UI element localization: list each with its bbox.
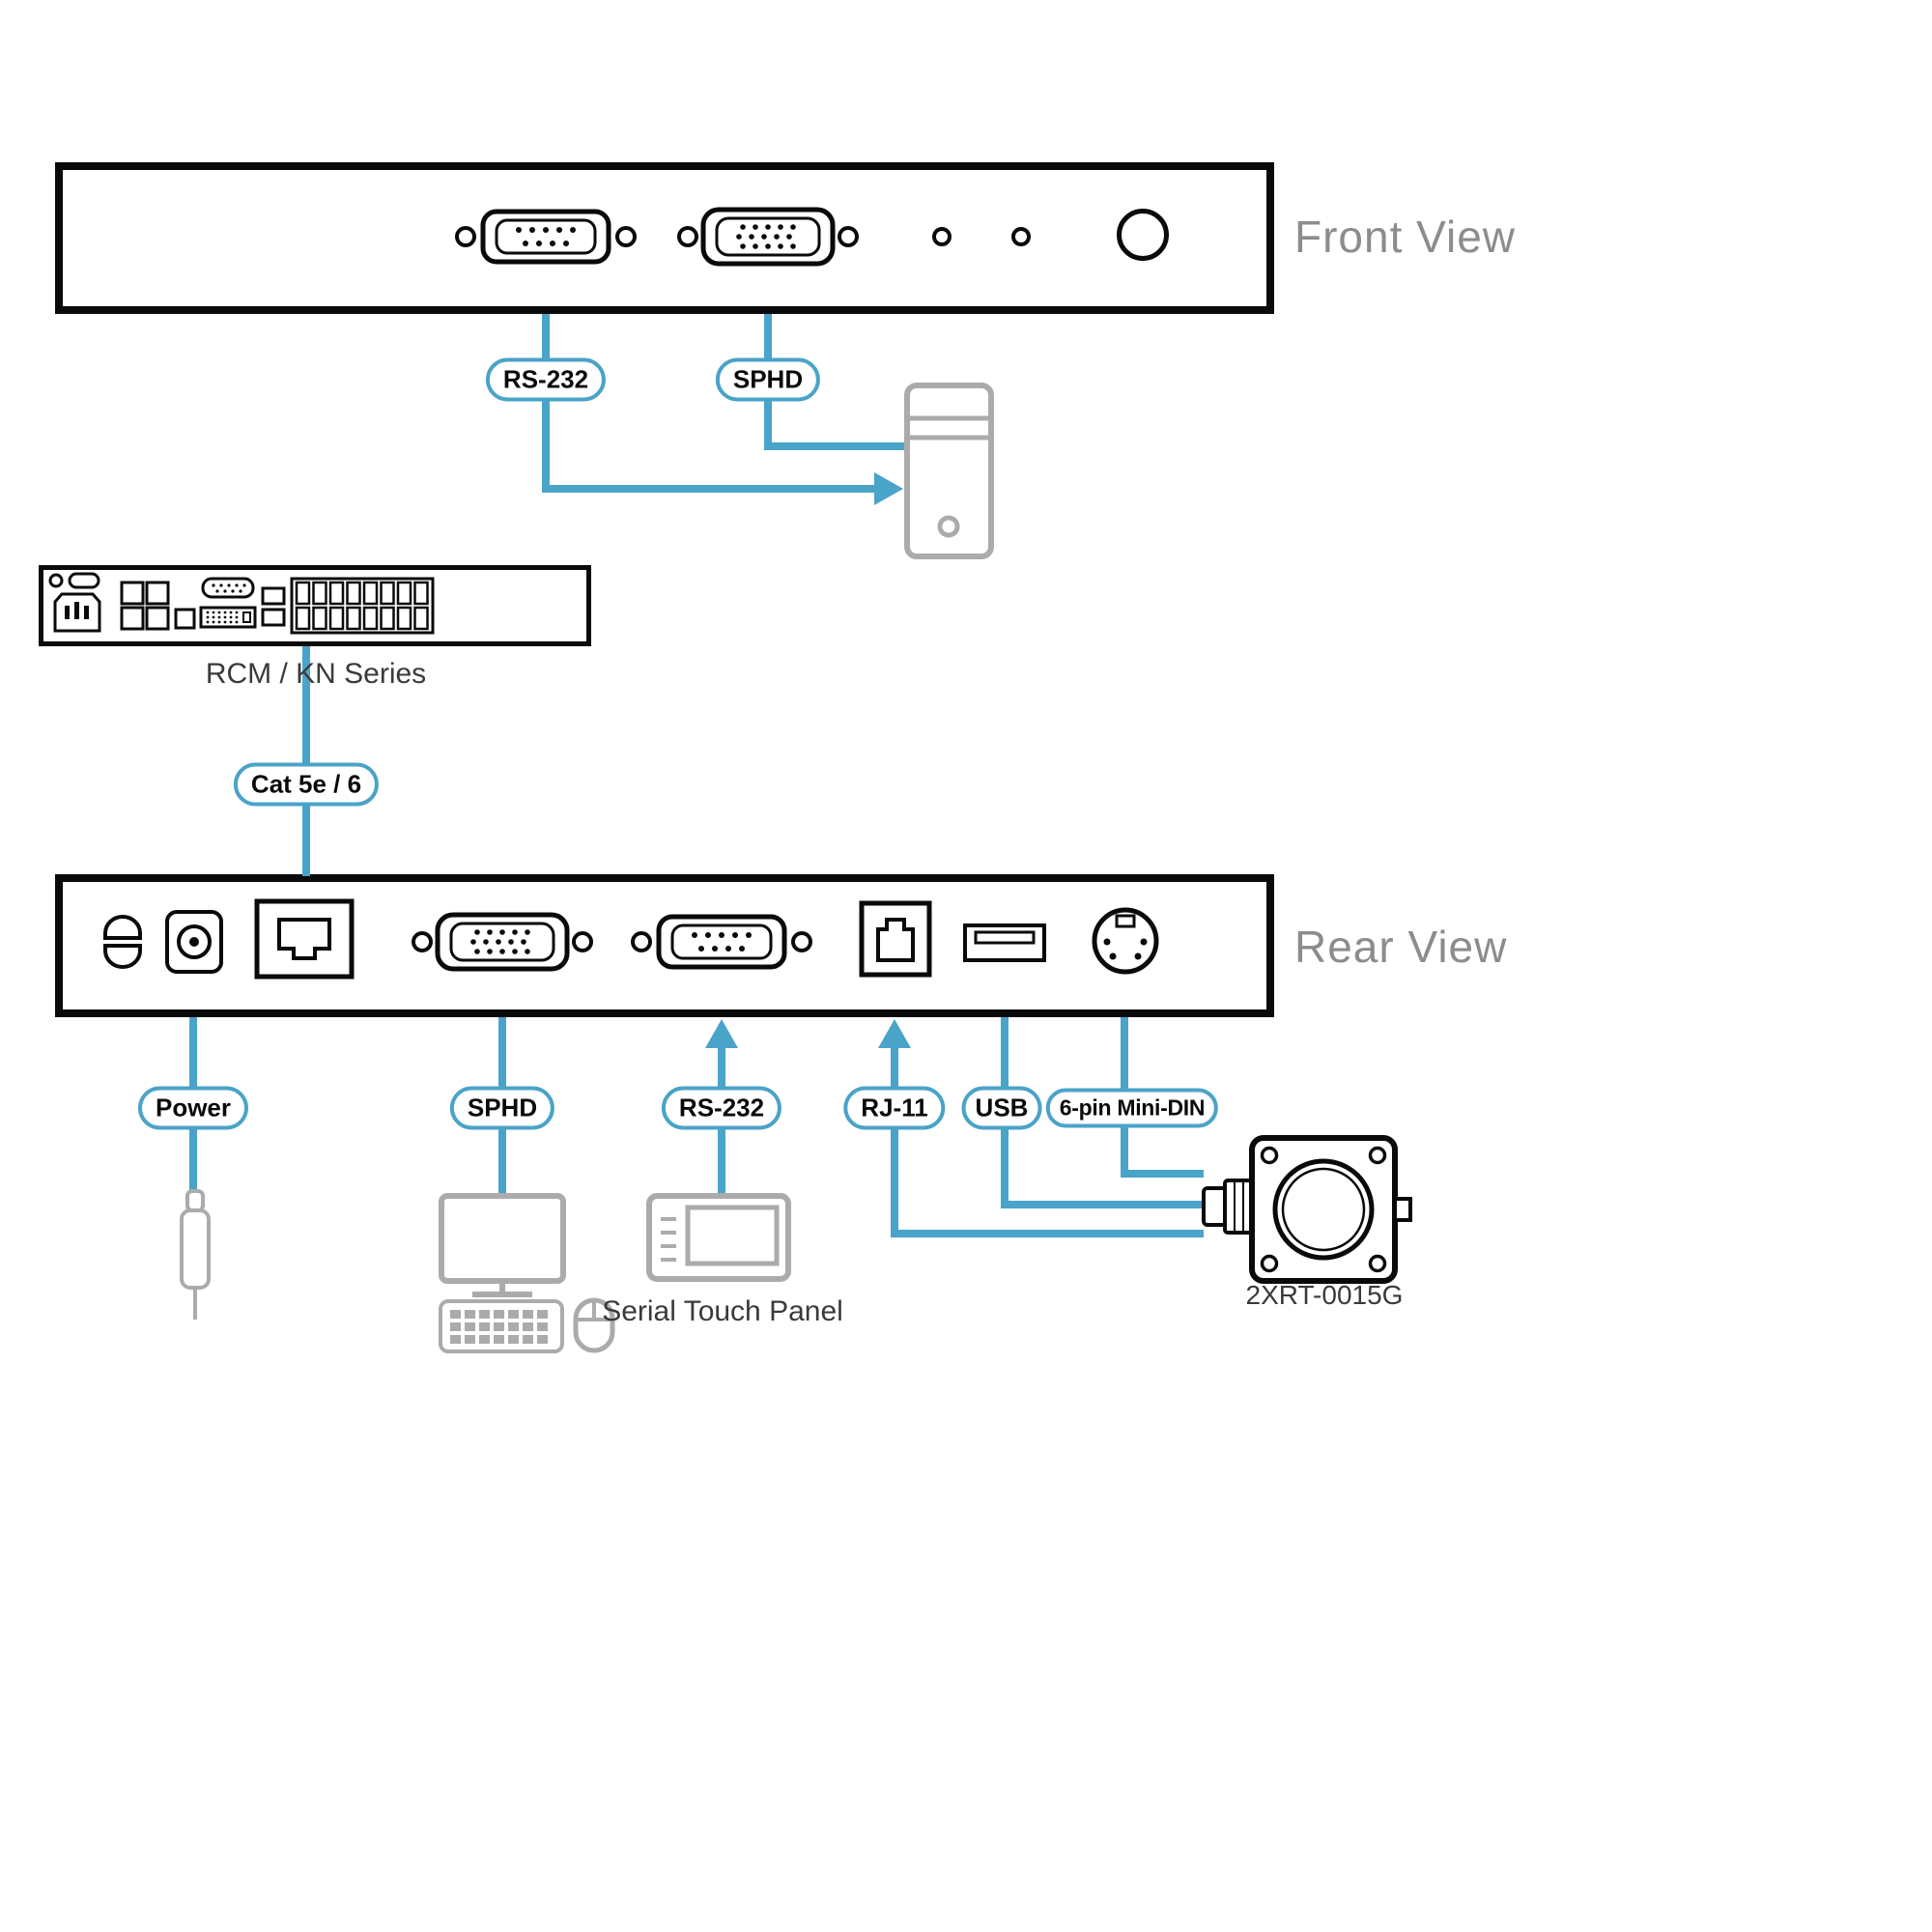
minidin-pill: 6-pin Mini-DIN bbox=[1045, 1088, 1219, 1128]
usb-pill: USB bbox=[961, 1086, 1042, 1130]
rs232-front-line bbox=[542, 485, 874, 493]
usb-line bbox=[1001, 1201, 1204, 1208]
minidin-line bbox=[1121, 1170, 1204, 1178]
front-panel bbox=[55, 162, 1274, 314]
db9-serial-port-icon bbox=[631, 914, 812, 970]
led-indicator-icon bbox=[932, 227, 952, 246]
front-view-label: Front View bbox=[1294, 212, 1517, 262]
rj11-line bbox=[891, 1230, 1204, 1237]
sphd-front-pill: SPHD bbox=[715, 357, 821, 402]
power-plug-icon bbox=[180, 1189, 211, 1320]
rj11-port-icon bbox=[859, 900, 932, 978]
power-switch-icon bbox=[103, 915, 142, 969]
minidin-port-icon bbox=[1092, 907, 1159, 975]
rs232-front-line bbox=[542, 314, 550, 493]
rcm-kn-ports-icon bbox=[48, 572, 435, 635]
power-button-icon bbox=[1117, 209, 1169, 261]
touch-panel-icon bbox=[646, 1193, 791, 1282]
rj11-line bbox=[891, 1045, 898, 1234]
rj11-arrow-icon bbox=[878, 1019, 911, 1048]
rs232-front-pill: RS-232 bbox=[485, 357, 607, 402]
sphd-rear-pill: SPHD bbox=[449, 1086, 555, 1130]
rs232-rear-pill: RS-232 bbox=[661, 1086, 782, 1130]
rcm-kn-label: RCM / KN Series bbox=[205, 658, 427, 690]
mouse-icon bbox=[573, 1297, 615, 1353]
touch-panel-label: Serial Touch Panel bbox=[602, 1295, 843, 1327]
power-pill: Power bbox=[137, 1086, 249, 1130]
monitor-icon bbox=[439, 1193, 566, 1297]
sphd-front-line bbox=[764, 442, 908, 450]
rj45-port-icon bbox=[254, 898, 355, 980]
rear-view-label: Rear View bbox=[1294, 922, 1508, 972]
rs232-arrow-icon bbox=[874, 472, 903, 505]
touch-controller-icon bbox=[1202, 1135, 1412, 1284]
cat5e-pill: Cat 5e / 6 bbox=[233, 762, 380, 807]
rj11-pill: RJ-11 bbox=[843, 1086, 946, 1130]
cat5e-line bbox=[302, 646, 310, 876]
controller-label: 2XRT-0015G bbox=[1245, 1280, 1404, 1310]
usb-port-icon bbox=[963, 923, 1046, 962]
rs232-rear-arrow-icon bbox=[705, 1019, 738, 1048]
db9-serial-port-icon bbox=[455, 209, 637, 265]
computer-tower-icon bbox=[904, 383, 994, 559]
led-indicator-icon bbox=[1011, 227, 1031, 246]
sphd-video-port-icon bbox=[412, 912, 593, 972]
keyboard-icon bbox=[439, 1299, 564, 1353]
sphd-video-port-icon bbox=[677, 207, 859, 267]
dc-jack-icon bbox=[165, 910, 223, 974]
